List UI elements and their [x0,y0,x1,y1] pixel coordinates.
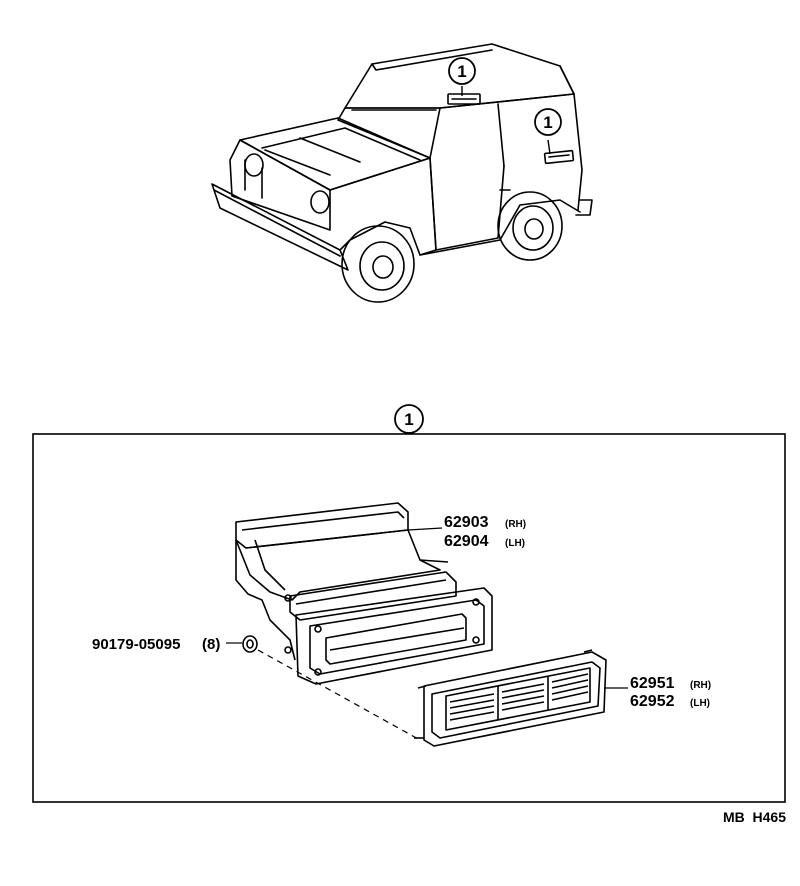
part-side: (LH) [690,698,710,709]
vehicle-callout-leaders [461,86,551,155]
part-label-62903: 62903 (RH) [444,514,526,531]
duct-assembly [235,502,493,685]
vehicle-callout-rear: 1 [534,108,562,136]
part-number: 62952 [630,693,675,710]
vehicle-illustration [211,43,593,303]
part-label-62904: 62904 (LH) [444,533,525,550]
part-label-90179: 90179-05095 (8) [92,636,220,653]
reference-code: MB H465 [723,809,786,825]
clip-nut [242,635,258,653]
detail-frame [32,433,786,803]
part-number: 62903 [444,514,489,531]
part-side: (RH) [505,519,526,530]
callout-label: 1 [457,62,466,81]
part-number: 62951 [630,675,675,692]
part-label-62952: 62952 (LH) [630,693,710,710]
part-quantity: (8) [202,636,220,653]
callout-label: 1 [543,113,552,132]
part-side: (LH) [505,538,525,549]
part-number: 90179-05095 [92,636,180,653]
callout-circle [394,404,424,434]
part-number: 62904 [444,533,489,550]
callout-circle [534,108,562,136]
part-label-62951: 62951 (RH) [630,675,711,692]
part-side: (RH) [690,680,711,691]
grille-assembly [414,649,607,747]
callout-circle [448,57,476,85]
callout-label: 1 [404,410,413,429]
vehicle-callout-roof: 1 [448,57,476,85]
leader-lines [226,527,628,741]
detail-callout: 1 [394,404,424,434]
